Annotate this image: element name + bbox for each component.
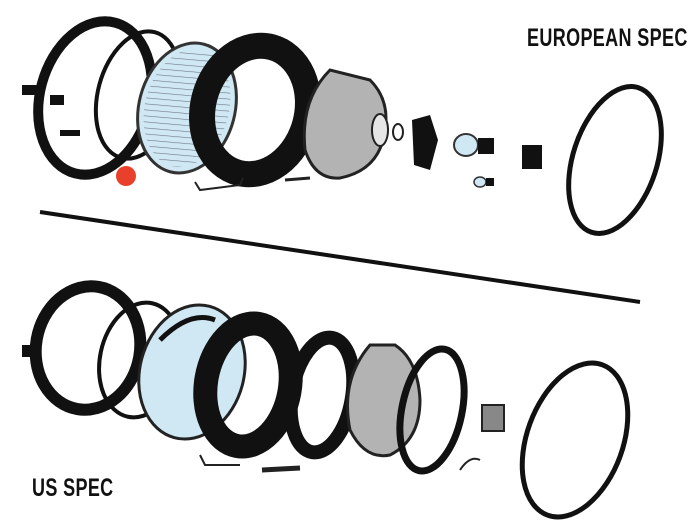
eu-bulb-holder	[412, 115, 438, 170]
european-assembly	[22, 16, 664, 236]
us-assembly	[22, 280, 631, 520]
us-spec-label: US SPEC	[32, 474, 114, 502]
eu-seal-ring	[566, 84, 664, 236]
us-seal-ring	[519, 360, 631, 520]
red-marker-dot	[116, 166, 136, 186]
us-outer-rim	[29, 280, 147, 416]
us-sealed-beam	[346, 343, 422, 458]
us-bucket	[193, 311, 303, 459]
us-retaining-ring	[396, 345, 468, 475]
eu-reflector	[302, 68, 388, 180]
eu-bulb	[453, 133, 479, 157]
us-connector	[481, 404, 505, 432]
eu-rim-clips	[22, 85, 40, 95]
section-divider	[39, 210, 641, 304]
european-spec-label: EUROPEAN SPEC	[527, 24, 688, 52]
eu-connector	[522, 145, 542, 169]
